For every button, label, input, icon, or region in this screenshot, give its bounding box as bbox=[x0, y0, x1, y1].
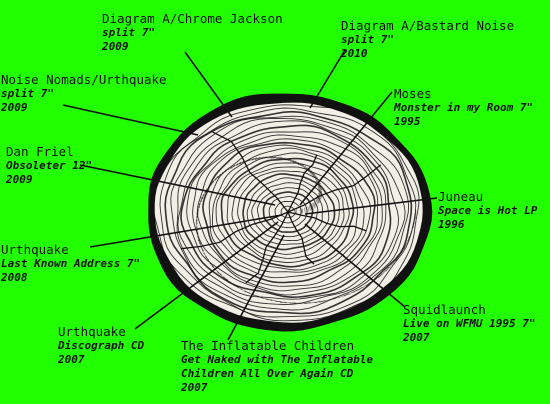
release-label-juneau: Juneau Space is Hot LP 1996 bbox=[438, 190, 537, 232]
release-label-squidlaunch: Squidlaunch Live on WFMU 1995 7" 2007 bbox=[403, 303, 535, 345]
release-label-inflatable-children: The Inflatable Children Get Naked with T… bbox=[181, 339, 373, 395]
wood-grain bbox=[199, 203, 200, 208]
release-label-moses: Moses Monster in my Room 7" 1995 bbox=[394, 87, 533, 129]
release-label-chrome-jackson: Diagram A/Chrome Jackson split 7" 2009 bbox=[102, 12, 283, 54]
tree-stump bbox=[148, 94, 432, 332]
release-label-bastard-noise: Diagram A/Bastard Noise split 7" 2010 bbox=[341, 19, 514, 61]
wood-grain bbox=[302, 209, 303, 214]
release-label-urthquake-address: Urthquake Last Known Address 7" 2008 bbox=[1, 243, 140, 285]
leader-line bbox=[185, 52, 232, 117]
wood-grain bbox=[414, 219, 415, 224]
release-label-urthquake-discograph: Urthquake Discograph CD 2007 bbox=[58, 325, 144, 367]
wood-grain bbox=[300, 209, 301, 214]
release-label-noise-nomads: Noise Nomads/Urthquake split 7" 2009 bbox=[1, 73, 167, 115]
release-label-dan-friel: Dan Friel Obsoleter 12" 2009 bbox=[6, 145, 92, 187]
